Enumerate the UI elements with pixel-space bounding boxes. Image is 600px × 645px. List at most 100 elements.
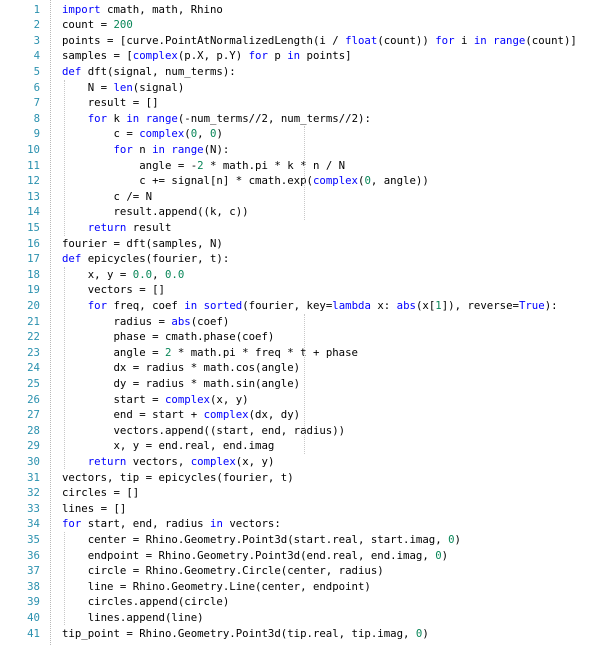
- line-number: 34: [27, 517, 40, 531]
- code-token: i: [454, 33, 474, 47]
- code-line[interactable]: 18 x, y = 0.0, 0.0: [0, 267, 600, 283]
- code-token: (count)]: [525, 33, 577, 47]
- code-text: def epicycles(fourier, t):: [62, 251, 229, 267]
- number-token: 0: [210, 127, 217, 141]
- keyword-token: complex: [164, 392, 210, 406]
- keyword-token: complex: [203, 408, 249, 422]
- code-token: lines.append(line): [62, 610, 204, 624]
- code-token: (fourier, key=: [242, 298, 333, 312]
- code-token: result.append((k, c)): [62, 205, 249, 219]
- code-line[interactable]: 22 phase = cmath.phase(coef): [0, 329, 600, 345]
- code-line[interactable]: 19 vectors = []: [0, 282, 600, 298]
- code-token: lines = []: [62, 501, 127, 515]
- code-line[interactable]: 38 line = Rhino.Geometry.Line(center, en…: [0, 579, 600, 595]
- code-line[interactable]: 29 x, y = end.real, end.imag: [0, 438, 600, 454]
- line-number: 8: [33, 111, 40, 125]
- code-token: * math.pi * freq * t + phase: [171, 345, 358, 359]
- code-line[interactable]: 24 dx = radius * math.cos(angle): [0, 360, 600, 376]
- code-line[interactable]: 35 center = Rhino.Geometry.Point3d(start…: [0, 532, 600, 548]
- code-token: vectors:: [222, 517, 281, 531]
- line-number: 33: [27, 501, 40, 515]
- line-number: 13: [27, 189, 40, 203]
- code-text: for start, end, radius in vectors:: [62, 516, 281, 532]
- code-line[interactable]: 20 for freq, coef in sorted(fourier, key…: [0, 298, 600, 314]
- number-token: 0: [190, 127, 198, 141]
- code-line[interactable]: 36 endpoint = Rhino.Geometry.Point3d(end…: [0, 548, 600, 564]
- code-line[interactable]: 6 N = len(signal): [0, 80, 600, 96]
- code-token: [62, 299, 88, 312]
- code-text: dx = radius * math.cos(angle): [62, 360, 300, 376]
- code-text: tip_point = Rhino.Geometry.Point3d(tip.r…: [62, 626, 429, 642]
- code-line[interactable]: 30 return vectors, complex(x, y): [0, 454, 600, 470]
- code-token: ): [441, 548, 449, 562]
- indent-guide: [64, 79, 65, 236]
- code-line[interactable]: 11 angle = -2 * math.pi * k * n / N: [0, 158, 600, 174]
- code-text: for freq, coef in sorted(fourier, key=la…: [62, 298, 558, 314]
- code-text: dy = radius * math.sin(angle): [62, 376, 300, 392]
- code-text: return vectors, complex(x, y): [62, 454, 275, 470]
- code-line[interactable]: 33 lines = []: [0, 501, 600, 517]
- code-text: lines = []: [62, 501, 126, 517]
- number-token: 0: [448, 532, 455, 546]
- code-token: angle = -: [62, 158, 198, 172]
- code-line[interactable]: 34 for start, end, radius in vectors:: [0, 516, 600, 532]
- code-token: cmath, math, Rhino: [100, 2, 223, 16]
- code-text: c += signal[n] * cmath.exp(complex(0, an…: [62, 173, 429, 189]
- code-token: (: [184, 127, 191, 141]
- code-token: endpoint = Rhino.Geometry.Point3d(end.re…: [62, 548, 436, 562]
- code-text: import cmath, math, Rhino: [62, 2, 223, 18]
- code-line[interactable]: 26 start = complex(x, y): [0, 392, 600, 408]
- code-token: c =: [62, 127, 140, 141]
- line-number: 39: [27, 595, 40, 609]
- code-line[interactable]: 14 result.append((k, c)): [0, 204, 600, 220]
- number-token: 2: [164, 345, 172, 359]
- code-line[interactable]: 25 dy = radius * math.sin(angle): [0, 376, 600, 392]
- code-text: angle = -2 * math.pi * k * n / N: [62, 158, 345, 174]
- code-line[interactable]: 23 angle = 2 * math.pi * freq * t + phas…: [0, 345, 600, 361]
- code-line[interactable]: 8 for k in range(-num_terms//2, num_term…: [0, 111, 600, 127]
- line-number: 10: [27, 142, 40, 156]
- number-token: 1: [435, 298, 442, 312]
- number-token: 0: [415, 626, 423, 640]
- code-line[interactable]: 15 return result: [0, 220, 600, 236]
- code-token: n: [132, 142, 153, 156]
- line-number: 5: [33, 64, 40, 78]
- code-text: samples = [complex(p.X, p.Y) for p in po…: [62, 48, 352, 64]
- code-token: (-num_terms//2, num_terms//2):: [177, 111, 371, 125]
- number-token: 200: [113, 18, 133, 32]
- code-line[interactable]: 7 result = []: [0, 95, 600, 111]
- code-line[interactable]: 10 for n in range(N):: [0, 142, 600, 158]
- code-line[interactable]: 12 c += signal[n] * cmath.exp(complex(0,…: [0, 173, 600, 189]
- line-number-gutter: [0, 0, 44, 645]
- keyword-token: float: [345, 33, 378, 47]
- code-token: vectors.append((start, end, radius)): [62, 423, 346, 437]
- code-token: start =: [62, 392, 165, 406]
- code-token: count =: [62, 18, 114, 32]
- code-text: circles.append(circle): [62, 594, 230, 610]
- line-number: 36: [27, 548, 40, 562]
- code-text: line = Rhino.Geometry.Line(center, endpo…: [62, 579, 371, 595]
- code-line[interactable]: 37 circle = Rhino.Geometry.Circle(center…: [0, 563, 600, 579]
- keyword-token: complex: [312, 174, 358, 188]
- line-number: 15: [27, 220, 40, 234]
- code-line[interactable]: 21 radius = abs(coef): [0, 314, 600, 330]
- code-text: c = complex(0, 0): [62, 126, 222, 142]
- code-line[interactable]: 39 circles.append(circle): [0, 594, 600, 610]
- code-line[interactable]: 28 vectors.append((start, end, radius)): [0, 423, 600, 439]
- code-line[interactable]: 13 c /= N: [0, 189, 600, 205]
- code-line[interactable]: 40 lines.append(line): [0, 610, 600, 626]
- code-line[interactable]: 9 c = complex(0, 0): [0, 126, 600, 142]
- code-token: samples = [: [62, 49, 133, 63]
- code-line[interactable]: 27 end = start + complex(dx, dy): [0, 407, 600, 423]
